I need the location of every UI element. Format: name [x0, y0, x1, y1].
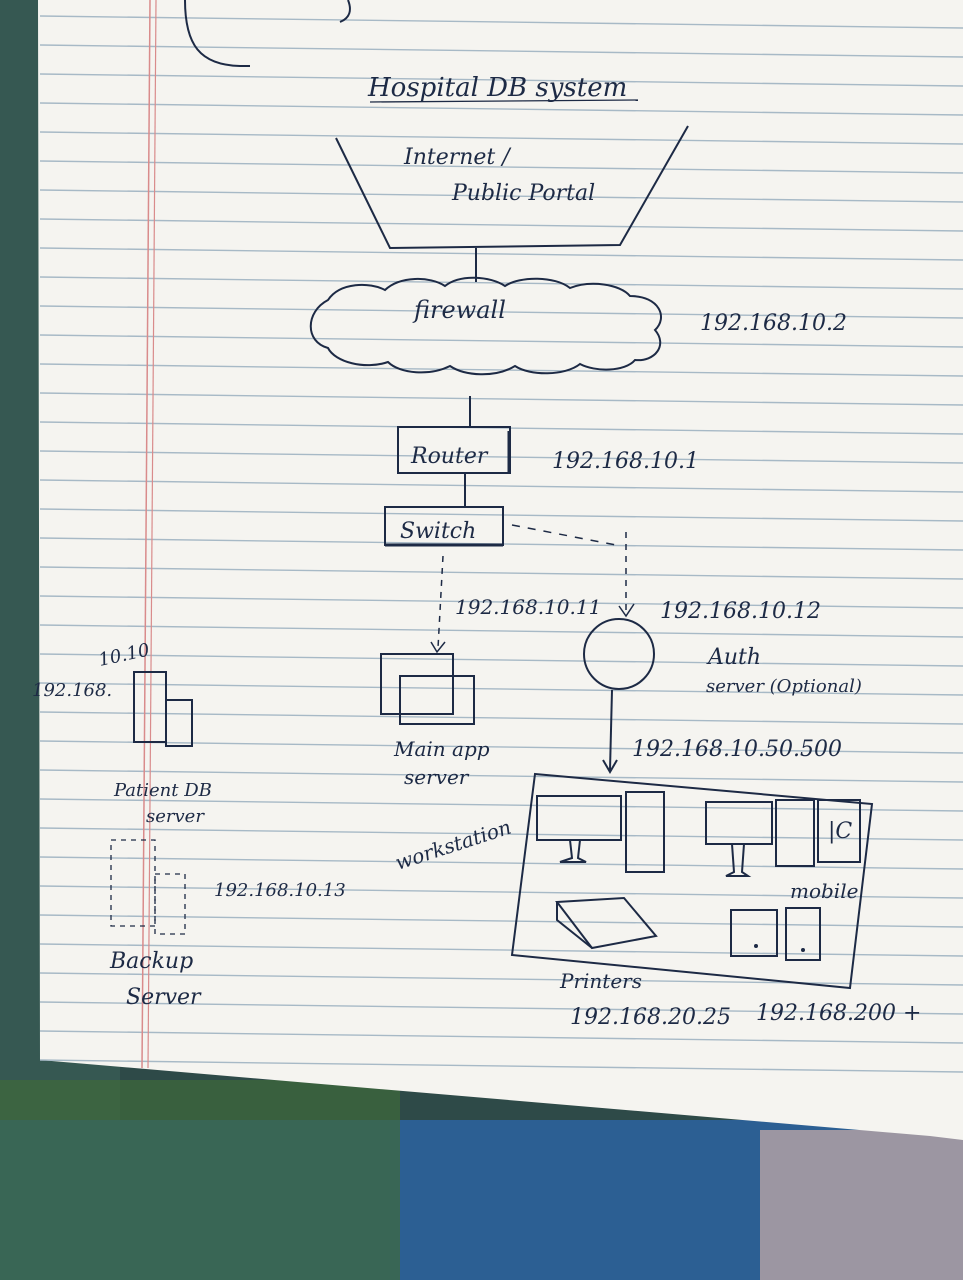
router-label: Router	[410, 444, 489, 469]
ruled-line	[39, 1001, 963, 1015]
main-app-server-label-2: server	[404, 765, 470, 789]
device-icon	[817, 799, 861, 863]
mobile-ip: 192.168.200 +	[756, 1001, 921, 1026]
ruled-line	[39, 885, 963, 899]
auth-workstation-link	[609, 689, 613, 771]
ruled-line	[39, 44, 963, 58]
ruled-line	[39, 1030, 963, 1044]
backup-server-label-2: Server	[126, 985, 202, 1010]
ruled-line	[39, 827, 963, 841]
ruled-line	[39, 392, 963, 406]
backup-server-icon	[110, 839, 156, 927]
printers-ip: 192.168.20.25	[570, 1005, 731, 1030]
ruled-line	[39, 769, 963, 783]
ruled-line	[39, 740, 963, 754]
ruled-line	[39, 73, 963, 87]
printer-icon	[555, 896, 658, 950]
auth-server-circle	[583, 618, 655, 690]
main-app-server-label: Main app	[393, 737, 490, 761]
mobile-label: mobile	[790, 879, 858, 903]
ruled-line	[39, 972, 963, 986]
firewall-cloud	[309, 276, 662, 376]
ruled-line	[39, 682, 963, 696]
ruled-line	[39, 653, 963, 667]
ruled-line	[39, 566, 963, 580]
ruled-line	[39, 131, 963, 145]
ruled-line	[39, 160, 963, 174]
margin-line	[141, 0, 151, 1069]
diagram-title: Hospital DB system	[367, 73, 627, 103]
ruled-line	[39, 334, 963, 348]
main-app-server-icon	[380, 653, 454, 715]
printers-label: Printers	[559, 969, 642, 993]
ruled-line	[39, 363, 963, 377]
ruled-line	[39, 914, 963, 928]
auth-server-label-2: server (Optional)	[706, 676, 862, 697]
ruled-line	[39, 218, 963, 232]
firewall-label: firewall	[412, 296, 506, 324]
workstation-area	[510, 772, 874, 990]
internet-label: Internet /	[403, 145, 512, 170]
auth-server-ip: 192.168.10.12	[660, 599, 821, 624]
ruled-line	[39, 189, 963, 203]
ruled-lines	[39, 15, 963, 1073]
backup-server-ip: 192.168.10.13	[214, 880, 346, 901]
patient-db-server-label-2: server	[146, 806, 205, 827]
backup-server-label: Backup	[109, 949, 193, 974]
notebook-page	[38, 0, 963, 1140]
switch-label: Switch	[400, 519, 476, 544]
ruled-line	[39, 943, 963, 957]
ruled-line	[39, 450, 963, 464]
ruled-line	[39, 798, 963, 812]
monitor-icon-2	[705, 801, 773, 845]
workstation-ip: 192.168.10.50.500	[632, 737, 842, 762]
firewall-ip: 192.168.10.2	[700, 311, 847, 336]
tower-icon	[625, 791, 665, 873]
internet-shape	[335, 125, 689, 250]
ruled-line	[39, 711, 963, 725]
switch-auth-link	[511, 524, 617, 546]
ruled-line	[39, 247, 963, 261]
auth-server-label: Auth	[706, 645, 761, 670]
main-app-server-ip: 192.168.10.11	[455, 595, 601, 619]
public-portal-label: Public Portal	[451, 181, 595, 206]
tower-icon-2	[775, 799, 815, 867]
ruled-line	[39, 305, 963, 319]
patient-db-server-label: Patient DB	[113, 780, 212, 801]
ruled-line	[39, 479, 963, 493]
router-ip: 192.168.10.1	[552, 449, 699, 474]
ruled-line	[39, 624, 963, 638]
phone-icon	[785, 907, 821, 961]
ruled-line	[39, 15, 963, 29]
switch-app-link	[437, 555, 444, 649]
ruled-line	[39, 508, 963, 522]
patient-db-ip-prefix: 192.168.	[32, 680, 112, 701]
ruled-line	[39, 595, 963, 609]
tablet-icon	[730, 909, 778, 957]
ruled-line	[39, 102, 963, 116]
device-glyph: |C	[828, 819, 852, 844]
ruled-line	[39, 1059, 963, 1073]
top-arc	[184, 0, 250, 67]
